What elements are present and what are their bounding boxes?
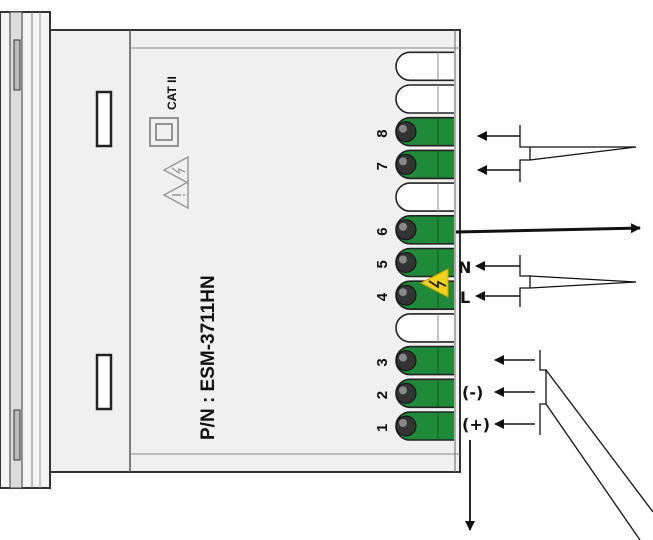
shock-hazard-icon: [162, 155, 189, 185]
caution-icon: [162, 180, 189, 210]
output-wire: [455, 223, 641, 234]
terminal-screw: [395, 415, 417, 437]
terminal-8: 8: [374, 116, 454, 147]
terminal-number: 6: [374, 227, 391, 235]
category-mark: CAT II: [165, 76, 179, 110]
terminal-empty: [395, 182, 454, 212]
terminal-strip: 1 2 3 4 5 6 7 8: [374, 51, 454, 441]
terminal-screw: [395, 121, 417, 143]
terminal-2: 2: [374, 378, 454, 409]
front-bezel: [0, 11, 51, 489]
terminal-screw: [395, 219, 417, 241]
terminal-number: 4: [374, 292, 391, 301]
terminal-number: 3: [374, 358, 391, 366]
terminal-screw: [395, 382, 417, 404]
terminal-screw: [395, 153, 417, 175]
terminal-7: 7: [374, 149, 454, 180]
device-housing: [49, 29, 461, 473]
terminal-1: 1: [374, 411, 454, 441]
terminal-screw: [395, 350, 417, 372]
relay-input-wiring: [477, 125, 637, 182]
terminal-empty: [395, 313, 454, 343]
terminal-3: 3: [374, 345, 454, 376]
high-voltage-warning-icon: [419, 268, 449, 298]
mounting-clip-top: [95, 90, 113, 148]
terminal-empty: [395, 84, 454, 114]
terminal-number: 1: [374, 424, 391, 432]
sensor-input-wiring: (-) (+): [462, 350, 653, 540]
terminal-number: 7: [374, 162, 391, 170]
terminal-number: 2: [374, 391, 391, 399]
power-supply-wiring: N L: [458, 255, 637, 307]
terminal-6: 6: [374, 215, 454, 245]
line-label: L: [460, 288, 470, 307]
terminal-number: 8: [374, 129, 391, 137]
part-number-label: P/N : ESM-3711HN: [198, 275, 219, 440]
mounting-clip-bottom: [95, 353, 113, 411]
neutral-label: N: [458, 258, 471, 277]
terminal-5: 5: [374, 247, 454, 278]
terminal-number: 5: [374, 260, 391, 268]
double-insulation-icon: [149, 117, 179, 147]
terminal-empty: [395, 51, 454, 82]
positive-label: (+): [462, 415, 490, 434]
terminal-screw: [395, 284, 417, 306]
negative-label: (-): [462, 383, 483, 402]
terminal-screw: [395, 252, 417, 273]
